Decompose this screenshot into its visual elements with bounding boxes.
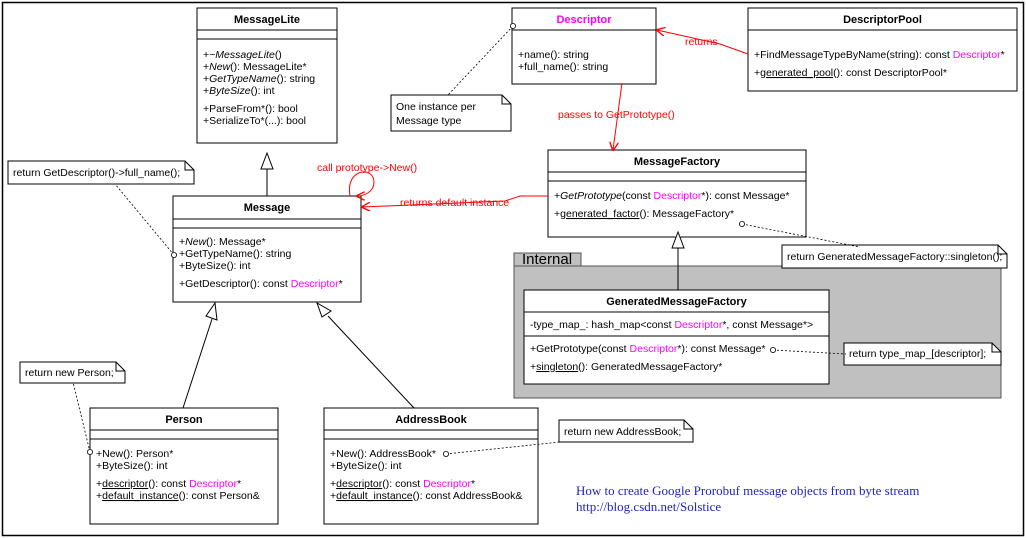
inherit-message-messagelite bbox=[260, 151, 274, 196]
class-title: Person bbox=[165, 414, 203, 426]
label-returns: returns bbox=[685, 36, 718, 48]
class-member: +ByteSize(): int bbox=[203, 85, 275, 97]
class-member: +generated_factor(): MessageFactory* bbox=[554, 208, 734, 220]
class-member: +FindMessageTypeByName(string): const De… bbox=[754, 49, 1005, 61]
class-member: +default_instance(): const AddressBook& bbox=[330, 490, 522, 502]
class-title: DescriptorPool bbox=[843, 14, 922, 26]
class-person: Person +New(): Person*+ByteSize(): int +de… bbox=[89, 407, 279, 525]
connector-addressbook-note bbox=[445, 441, 561, 455]
class-member: +New(): MessageLite* bbox=[203, 61, 307, 73]
class-member: +New(): AddressBook* bbox=[330, 448, 436, 460]
connector-descriptor-note bbox=[447, 25, 514, 96]
note-text: return new Person; bbox=[25, 367, 114, 379]
class-messagefactory: MessageFactory +GetPrototype(const Descri… bbox=[547, 149, 807, 238]
class-member: +descriptor(): const Descriptor* bbox=[330, 478, 475, 490]
package-label: Internal bbox=[522, 251, 572, 268]
class-descriptorpool: DescriptorPool +FindMessageTypeByName(str… bbox=[747, 7, 1018, 92]
class-title: MessageFactory bbox=[634, 156, 721, 168]
class-member: +default_instance(): const Person& bbox=[96, 490, 260, 502]
inherit-addressbook-message bbox=[316, 301, 415, 409]
caption-url: http://blog.csdn.net/Solstice bbox=[576, 499, 721, 514]
note-text: Message type bbox=[396, 115, 462, 127]
class-generatedmessagefactory: GeneratedMessageFactory -type_map_: hash_… bbox=[523, 289, 830, 385]
associations bbox=[349, 30, 749, 207]
connector-fullname-note bbox=[114, 183, 175, 256]
note-text: One instance per bbox=[396, 101, 476, 113]
class-title: Descriptor bbox=[556, 14, 612, 26]
class-member: +SerializeTo*(...): bool bbox=[203, 115, 306, 127]
inherit-person-message bbox=[182, 301, 218, 409]
class-member: +ByteSize(): int bbox=[96, 460, 168, 472]
note-text: return type_map_[descriptor]; bbox=[849, 348, 986, 360]
class-member: +singleton(): GeneratedMessageFactory* bbox=[530, 361, 722, 373]
label-returns-default-instance: returns default instance bbox=[400, 197, 509, 209]
class-member: +New(): Message* bbox=[179, 236, 266, 248]
note-new-person: return new Person; bbox=[19, 361, 126, 384]
class-member: +descriptor(): const Descriptor* bbox=[96, 478, 241, 490]
caption-title: How to create Google Prorobuf message ob… bbox=[576, 483, 919, 498]
note-anchors bbox=[87, 22, 777, 457]
arrow-returns-default-instance bbox=[362, 195, 548, 207]
class-member: +ParseFrom*(): bool bbox=[203, 103, 298, 115]
class-member: +GetPrototype(const Descriptor*): const … bbox=[554, 190, 790, 202]
inherit-generated-messagefactory bbox=[671, 230, 685, 290]
note-singleton: return GeneratedMessageFactory::singleto… bbox=[781, 244, 1008, 269]
connector-singleton-note bbox=[741, 223, 861, 248]
class-member: +name(): string bbox=[518, 49, 589, 61]
note-type-map: return type_map_[descriptor]; bbox=[843, 342, 1002, 366]
class-title: AddressBook bbox=[395, 414, 467, 426]
note-text: return GeneratedMessageFactory::singleto… bbox=[787, 251, 1002, 263]
arrow-passes-to-getprototype bbox=[613, 82, 623, 150]
arrow-call-prototype-new bbox=[349, 171, 375, 196]
connector-person-note bbox=[72, 381, 91, 453]
label-call-prototype-new: call prototype->New() bbox=[317, 162, 417, 174]
class-member: +GetTypeName(): string bbox=[179, 248, 291, 260]
class-member: +generated_pool(): const DescriptorPool* bbox=[754, 67, 947, 79]
class-title: GeneratedMessageFactory bbox=[606, 296, 747, 308]
class-member: +GetDescriptor(): const Descriptor* bbox=[179, 278, 343, 290]
class-member: +GetPrototype(const Descriptor*): const … bbox=[530, 343, 766, 355]
note-text: return new AddressBook; bbox=[564, 426, 681, 438]
class-message: Message +New(): Message*+GetTypeName(): s… bbox=[172, 195, 362, 303]
connector-typemap-note bbox=[772, 349, 847, 355]
class-member: +GetTypeName(): string bbox=[203, 73, 315, 85]
note-new-addressbook: return new AddressBook; bbox=[558, 419, 694, 443]
note-connectors bbox=[72, 25, 861, 455]
class-member: +ByteSize(): int bbox=[330, 460, 402, 472]
class-addressbook: AddressBook +New(): AddressBook*+ByteSize… bbox=[323, 407, 539, 525]
class-title: Message bbox=[244, 202, 290, 214]
class-member: +full_name(): string bbox=[518, 61, 608, 73]
class-messagelite: MessageLite +~MessageLite()+New(): Messag… bbox=[196, 7, 338, 144]
note-full-name: return GetDescriptor()->full_name(); bbox=[7, 160, 195, 185]
class-title: MessageLite bbox=[234, 14, 300, 26]
class-member: +ByteSize(): int bbox=[179, 260, 251, 272]
class-descriptor: Descriptor +name(): string+full_name(): s… bbox=[511, 7, 657, 85]
generalizations bbox=[182, 151, 685, 409]
class-member: +New(): Person* bbox=[96, 448, 173, 460]
note-text: return GetDescriptor()->full_name(); bbox=[13, 167, 180, 179]
class-member: -type_map_: hash_map<const Descriptor*, … bbox=[530, 319, 813, 331]
class-layer: MessageLite+~MessageLite()+New(): Messag… bbox=[89, 7, 1018, 525]
class-member: +~MessageLite() bbox=[203, 49, 282, 61]
arrow-returns bbox=[657, 30, 749, 55]
label-passes-to-getprototype: passes to GetPrototype() bbox=[558, 109, 675, 121]
